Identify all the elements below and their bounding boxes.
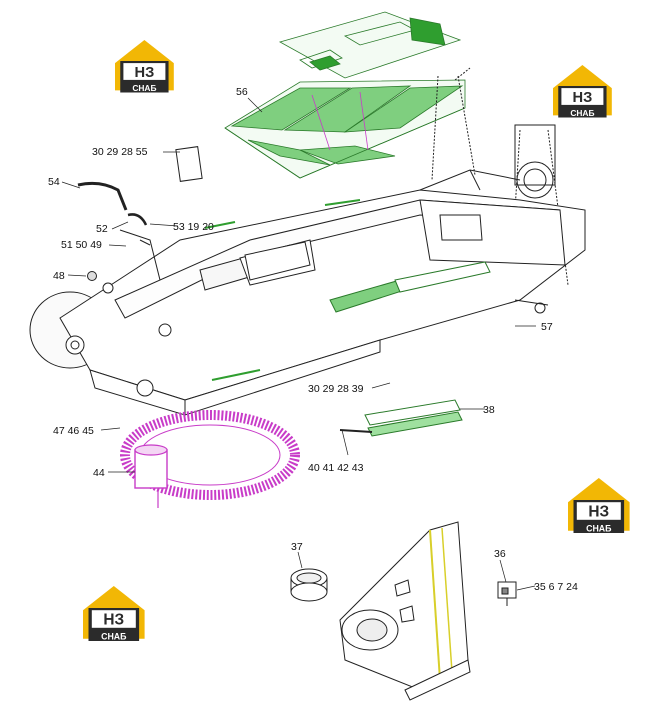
callout-38: 38 bbox=[483, 404, 495, 416]
logo-caption: СНАБ bbox=[570, 108, 594, 118]
logo-mid-right: НЗ СНАБ bbox=[568, 478, 630, 533]
callout-48: 48 bbox=[53, 270, 65, 282]
callout-57: 57 bbox=[541, 321, 553, 333]
boom-support-arm bbox=[339, 521, 471, 701]
callout-44: 44 bbox=[93, 467, 105, 479]
bushing-37 bbox=[290, 568, 328, 602]
callout-52: 52 bbox=[96, 223, 108, 235]
leader-lines bbox=[61, 97, 536, 591]
slewing-ring bbox=[120, 410, 300, 508]
callout-30-29-28-55: 30 29 28 55 bbox=[92, 146, 148, 158]
logo-top-right: НЗ СНАБ bbox=[553, 65, 612, 118]
callout-30-29-28-39: 30 29 28 39 bbox=[308, 383, 364, 395]
callout-47-46-45: 47 46 45 bbox=[53, 425, 94, 437]
logo-mark: НЗ bbox=[572, 90, 592, 106]
logo-caption: СНАБ bbox=[586, 523, 612, 533]
logo-mark: НЗ bbox=[103, 612, 124, 629]
callout-51-50-49: 51 50 49 bbox=[61, 239, 102, 251]
callout-54: 54 bbox=[48, 176, 60, 188]
callout-37: 37 bbox=[291, 541, 303, 553]
logo-caption: СНАБ bbox=[132, 83, 156, 93]
main-frame bbox=[29, 124, 586, 416]
logo-caption: СНАБ bbox=[101, 631, 127, 641]
logo-mark: НЗ bbox=[588, 504, 609, 521]
logo-bottom-left: НЗ СНАБ bbox=[83, 586, 145, 641]
guard-frame-38 bbox=[339, 399, 463, 437]
callout-53-19-20: 53 19 20 bbox=[173, 221, 214, 233]
callout-35-6-7-24: 35 6 7 24 bbox=[534, 581, 578, 593]
logo-mark: НЗ bbox=[134, 65, 154, 81]
clamp-36 bbox=[497, 581, 517, 606]
callout-labels: 56 30 29 28 55 54 52 53 19 20 51 50 49 4… bbox=[48, 86, 578, 593]
callout-40-41-42-43: 40 41 42 43 bbox=[308, 462, 364, 474]
bracket-parts bbox=[77, 146, 203, 281]
engine-hood-panels bbox=[224, 11, 466, 179]
logo-top-left: НЗ СНАБ bbox=[115, 40, 174, 93]
callout-56: 56 bbox=[236, 86, 248, 98]
callout-36: 36 bbox=[494, 548, 506, 560]
